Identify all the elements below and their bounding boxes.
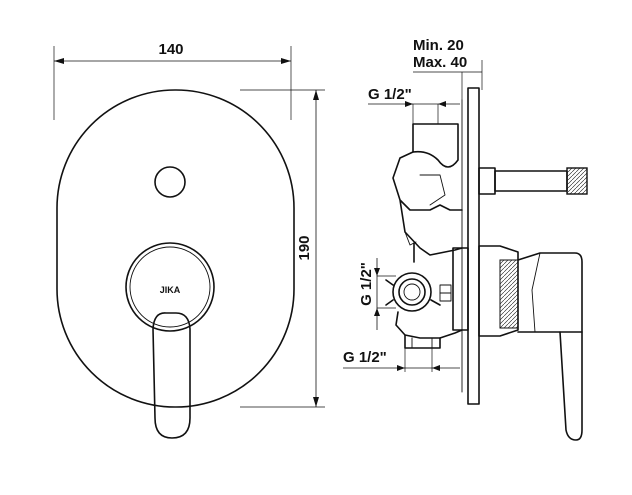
bottom-connection-dimension: G 1/2"	[343, 348, 460, 372]
wall-depth-max-label: Max. 40	[413, 54, 467, 71]
valve-body	[392, 151, 463, 256]
side-inlet	[385, 272, 452, 312]
top-inlet	[412, 123, 459, 168]
diverter-knob	[154, 166, 186, 198]
lever-hub	[125, 242, 215, 332]
side-view: Min. 20 Max. 40 G 1/2"	[343, 37, 588, 441]
brand-logo: JIKA	[160, 285, 181, 295]
height-dimension-label: 190	[296, 235, 313, 260]
svg-text:G 1/2": G 1/2"	[343, 349, 387, 366]
top-connection-dimension: G 1/2"	[368, 86, 460, 124]
diverter-spindle	[478, 167, 588, 195]
front-view: 140 190 JIKA	[53, 41, 325, 439]
width-dimension: 140	[53, 41, 292, 120]
svg-text:G 1/2": G 1/2"	[358, 262, 375, 306]
mixer-body	[478, 245, 583, 441]
wall-plate	[467, 87, 480, 405]
cover-plate	[56, 89, 295, 408]
side-connection-dimension: G 1/2"	[358, 258, 396, 330]
height-dimension: 190	[240, 89, 325, 408]
wall-depth-min-label: Min. 20	[413, 37, 464, 54]
cartridge-housing	[452, 247, 469, 331]
width-dimension-label: 140	[158, 41, 183, 58]
svg-text:G 1/2": G 1/2"	[368, 86, 412, 103]
lever-handle	[152, 312, 191, 439]
wall-depth-dimension	[413, 60, 483, 100]
